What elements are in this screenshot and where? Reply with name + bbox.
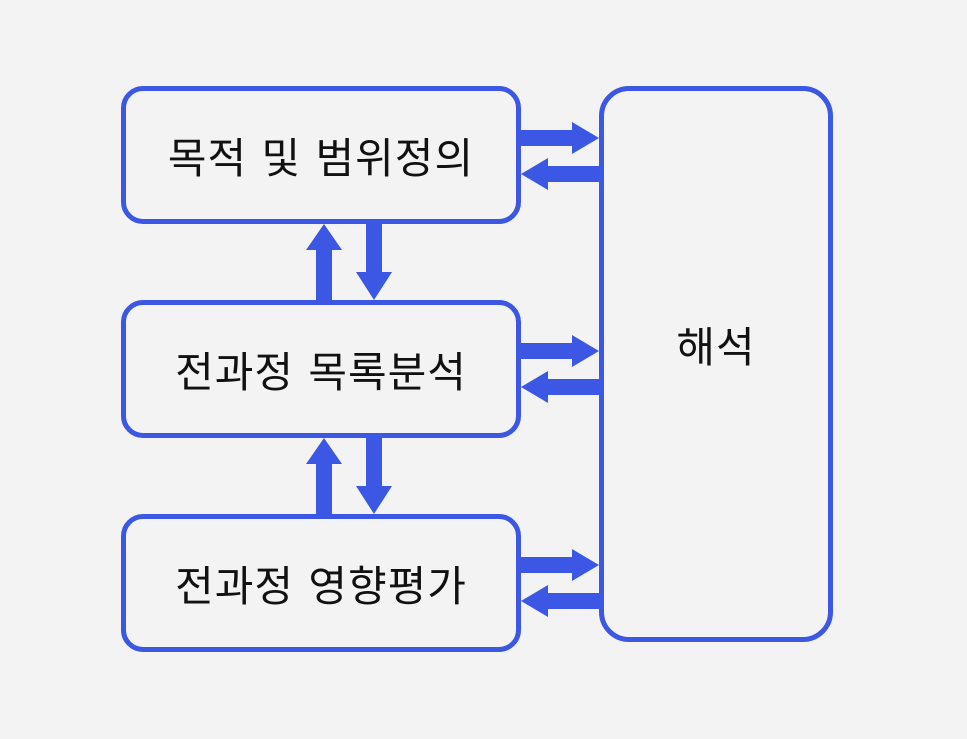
arrow-up-inventory-to-goal [306,224,342,300]
arrow-right-inventory-to-interpretation [521,335,599,367]
arrow-right-impact-to-interpretation [521,549,599,581]
inventory-analysis-box: 전과정 목록분석 [121,300,521,438]
arrow-down-inventory-to-impact [356,438,392,514]
impact-assessment-label: 전과정 영향평가 [175,561,467,611]
inventory-analysis-label: 전과정 목록분석 [175,347,467,397]
arrow-left-interpretation-to-inventory [521,371,599,403]
arrow-down-goal-to-inventory [356,224,392,300]
arrow-up-impact-to-inventory [306,438,342,514]
arrow-right-goal-to-interpretation [521,122,599,154]
impact-assessment-box: 전과정 영향평가 [121,514,521,652]
goal-and-scope-label: 목적 및 범위정의 [167,133,475,183]
arrow-left-interpretation-to-goal [521,158,599,190]
interpretation-box: 해석 [599,86,833,642]
arrow-left-interpretation-to-impact [521,585,599,617]
interpretation-label: 해석 [676,322,756,372]
goal-and-scope-box: 목적 및 범위정의 [121,86,521,224]
